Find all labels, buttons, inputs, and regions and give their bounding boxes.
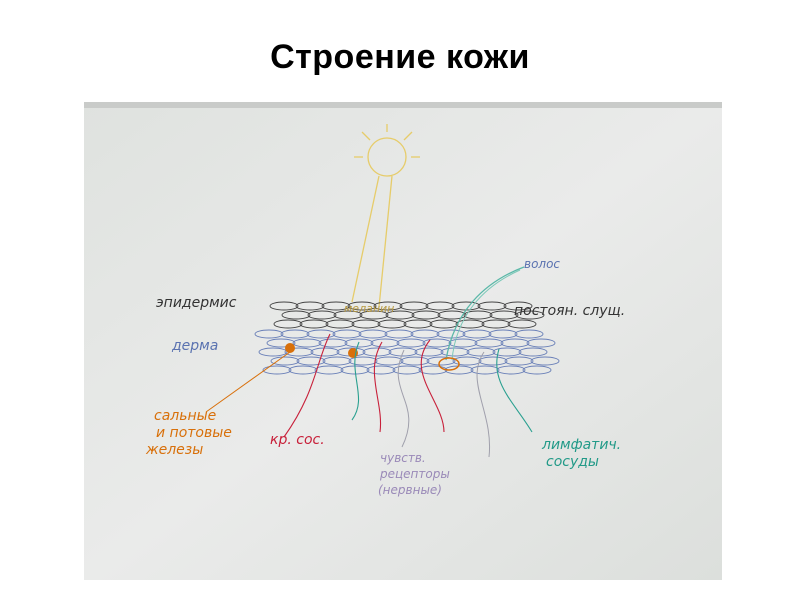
cell-scribble (392, 365, 422, 375)
label-hair: волос (524, 257, 560, 271)
cell-scribble (410, 329, 440, 339)
cell-scribble (522, 365, 552, 375)
cell-scribble (314, 365, 344, 375)
cell-scribble (362, 347, 392, 357)
label-glands-2: и потовые (156, 425, 232, 441)
cell-scribble (306, 329, 336, 339)
cell-scribble (310, 347, 340, 357)
cell-scribble (414, 347, 444, 357)
cell-scribble (526, 338, 556, 348)
cell-scribble (281, 310, 311, 320)
cell-scribble (530, 356, 560, 366)
label-receptors-2: рецепторы (379, 467, 450, 481)
cell-scribble (481, 319, 511, 329)
cell-scribble (515, 310, 545, 320)
cell-scribble (514, 329, 544, 339)
cell-scribble (321, 301, 351, 311)
cell-scribble (488, 329, 518, 339)
cell-scribble (359, 310, 389, 320)
cell-scribble (507, 319, 537, 329)
cell-scribble (295, 301, 325, 311)
cell-scribble (332, 329, 362, 339)
label-epidermis: эпидермис (156, 295, 237, 311)
cell-scribble (422, 338, 452, 348)
lymph-vessels-drawing (351, 341, 533, 433)
cell-scribble (426, 356, 456, 366)
cell-scribble (358, 329, 388, 339)
cell-scribble (466, 347, 496, 357)
cell-scribble (270, 356, 300, 366)
cell-scribble (348, 356, 378, 366)
cell-scribble (462, 329, 492, 339)
label-glands-1: сальные (154, 408, 216, 424)
label-blood-vessels: кр. сос. (270, 432, 325, 448)
label-stratum: постоян. слущ. (514, 303, 625, 319)
cell-scribble (262, 365, 292, 375)
cell-scribble (452, 356, 482, 366)
cell-scribble (503, 301, 533, 311)
cell-scribble (385, 310, 415, 320)
cell-scribble (477, 301, 507, 311)
cell-scribble (296, 356, 326, 366)
cell-scribble (455, 319, 485, 329)
cell-scribble (504, 356, 534, 366)
label-lymph-2: сосуды (546, 454, 599, 470)
label-receptors-3: (нервные) (378, 483, 442, 497)
label-glands-3: железы (145, 442, 203, 458)
epidermis-layer (269, 301, 545, 329)
cell-scribble (411, 310, 441, 320)
cell-scribble (489, 310, 519, 320)
cell-scribble (388, 347, 418, 357)
cell-scribble (347, 301, 377, 311)
cell-scribble (322, 356, 352, 366)
cell-scribble (373, 301, 403, 311)
cell-scribble (396, 338, 426, 348)
cell-scribble (500, 338, 530, 348)
blood-vessels-drawing (283, 333, 445, 438)
cell-scribble (273, 319, 303, 329)
cell-scribble (325, 319, 355, 329)
cell-scribble (492, 347, 522, 357)
cell-scribble (307, 310, 337, 320)
label-melanin: меланин (344, 302, 394, 315)
slide-title: Строение кожи (270, 38, 530, 76)
label-lymph-1: лимфатич. (541, 437, 621, 453)
cell-scribble (292, 338, 322, 348)
cell-scribble (351, 319, 381, 329)
cell-scribble (384, 329, 414, 339)
cell-scribble (344, 338, 374, 348)
cell-scribble (518, 347, 548, 357)
cell-scribble (266, 338, 296, 348)
cell-scribble (366, 365, 396, 375)
cell-scribble (254, 329, 284, 339)
cell-scribble (269, 301, 299, 311)
cell-scribble (399, 301, 429, 311)
whiteboard-photo: эпидермис дерма меланин постоян. слущ. в… (84, 102, 722, 580)
cell-scribble (318, 338, 348, 348)
whiteboard (84, 102, 722, 580)
cell-scribble (448, 338, 478, 348)
cell-scribble (280, 329, 310, 339)
hair-drawing (438, 266, 525, 371)
cell-scribble (333, 310, 363, 320)
cell-scribble (400, 356, 430, 366)
cell-scribble (463, 310, 493, 320)
nerves-drawing (397, 349, 491, 458)
cell-scribble (440, 347, 470, 357)
label-receptors-1: чувств. (380, 451, 426, 465)
label-dermis: дерма (171, 338, 218, 354)
cell-scribble (377, 319, 407, 329)
sun-drawing (351, 124, 420, 308)
cell-scribble (370, 338, 400, 348)
glands-drawing (205, 343, 358, 413)
cell-scribble (403, 319, 433, 329)
cell-scribble (470, 365, 500, 375)
cell-scribble (299, 319, 329, 329)
cell-scribble (425, 301, 455, 311)
cell-scribble (284, 347, 314, 357)
cell-scribble (474, 338, 504, 348)
